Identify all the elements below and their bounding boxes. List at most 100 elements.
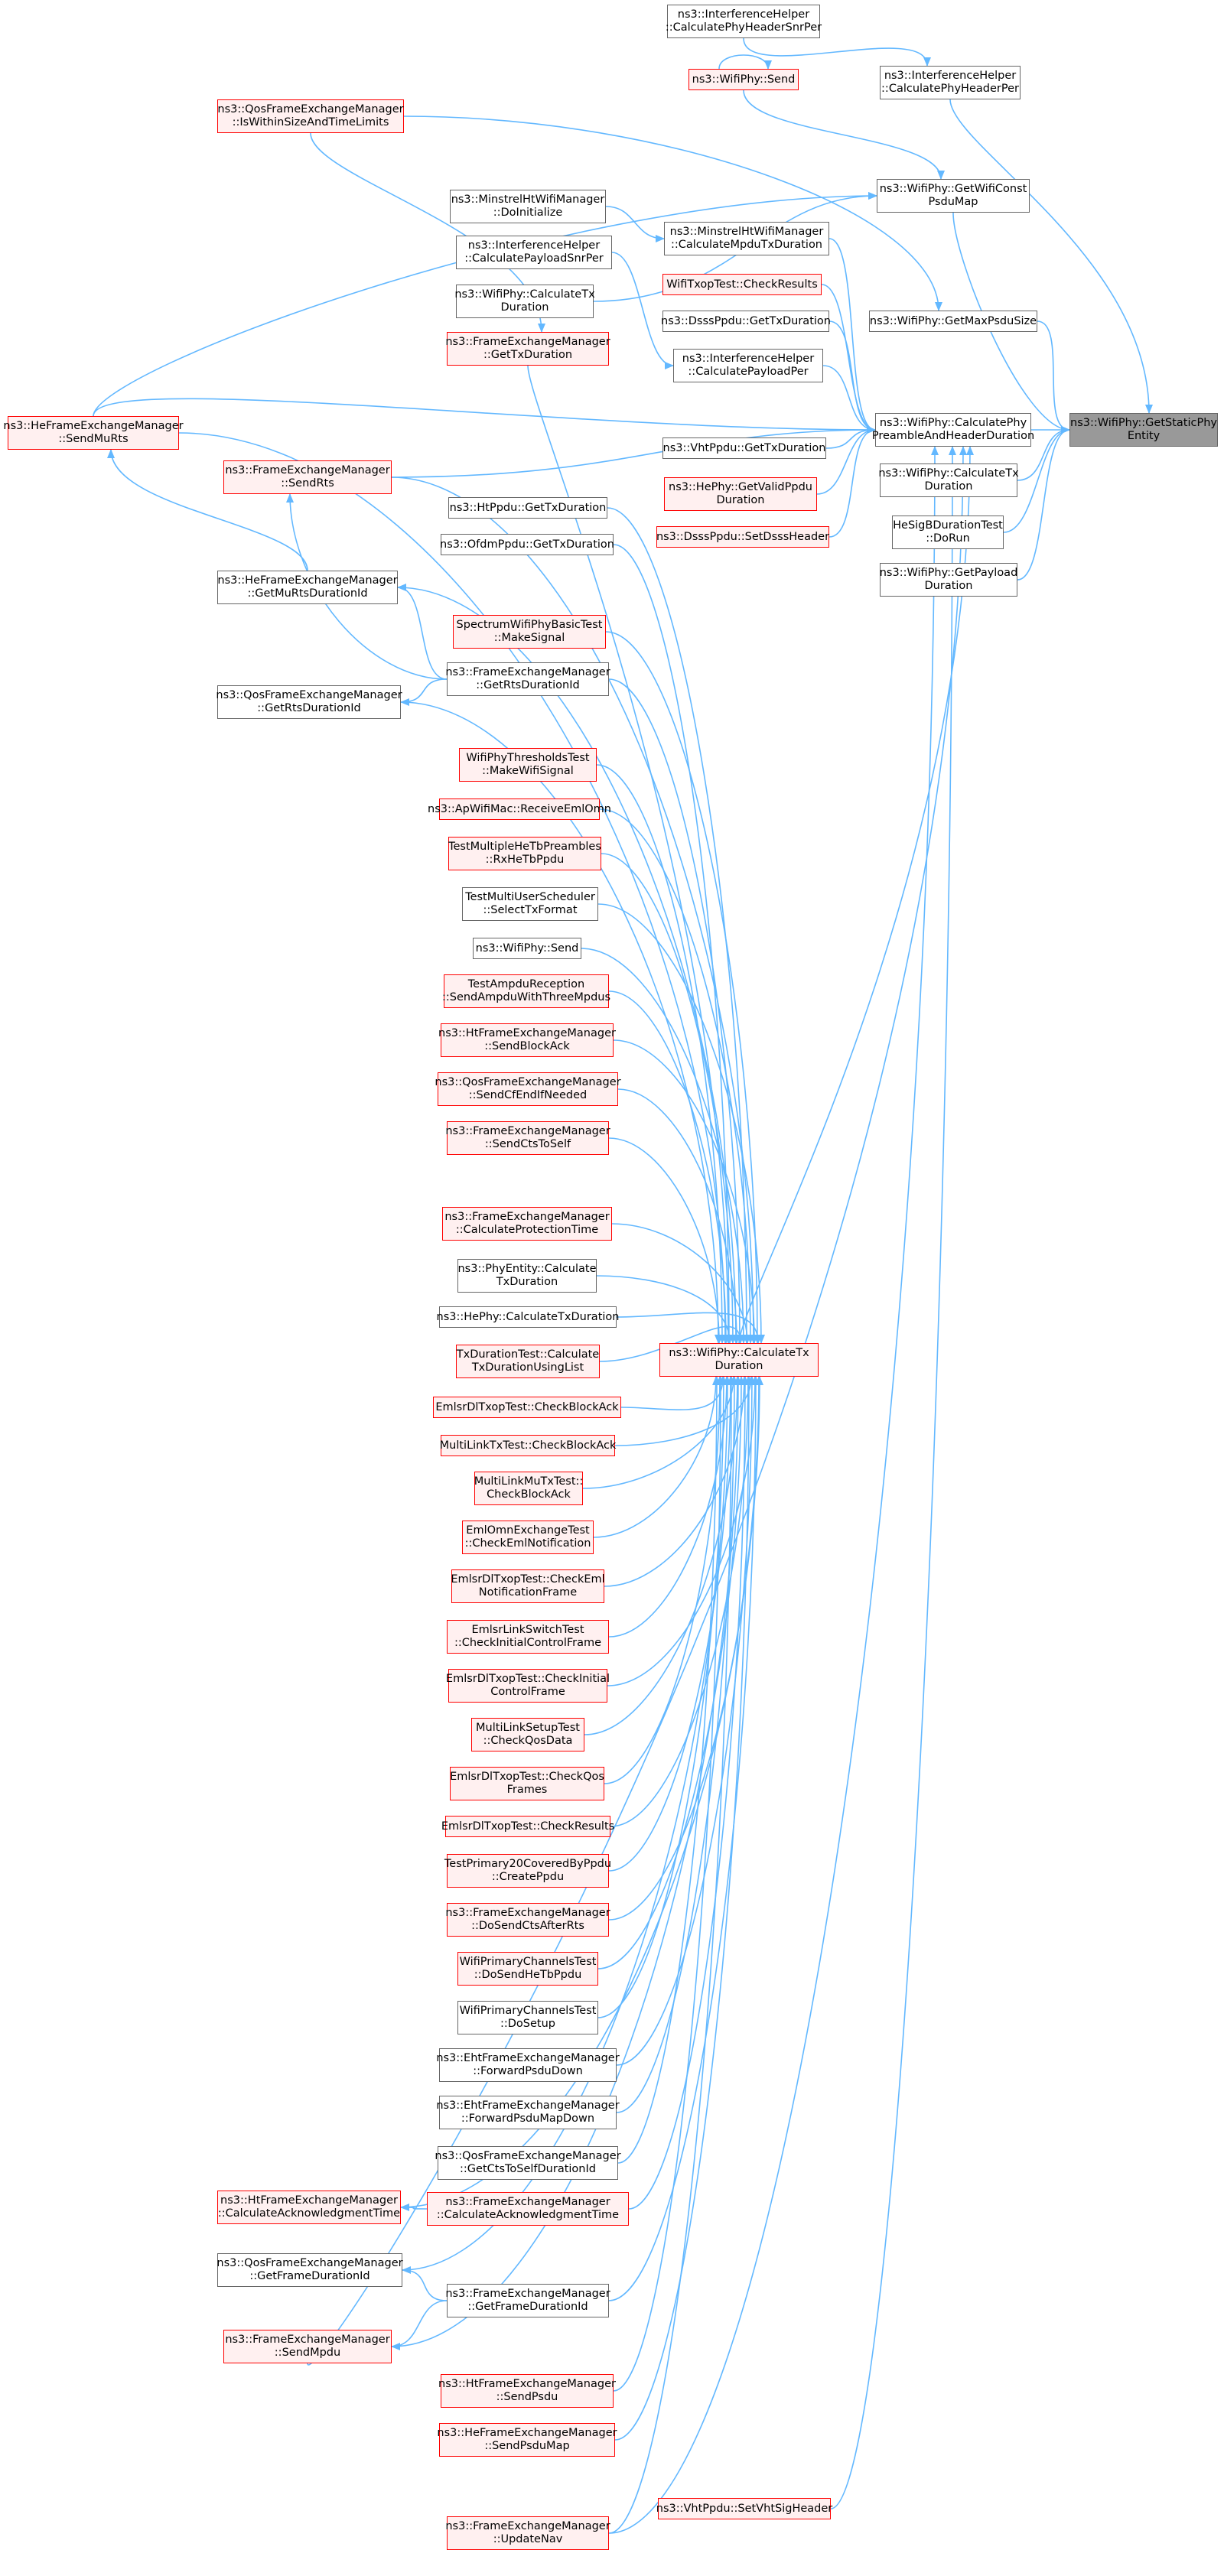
node-label-line: ::GetRtsDurationId	[476, 679, 580, 691]
graph-node-wpc-send[interactable]: WifiPrimaryChannelsTest::DoSendHeTbPpdu	[457, 1952, 598, 1986]
graph-node-primary20[interactable]: TestPrimary20CoveredByPpdu::CreatePpdu	[444, 1854, 611, 1888]
node-label-line: Duration	[716, 494, 765, 506]
call-edge	[608, 1137, 723, 1344]
graph-node-apemlomn[interactable]: ns3::ApWifiMac::ReceiveEmlOmn	[428, 798, 611, 820]
graph-node-send-r[interactable]: ns3::WifiPhy::Send	[688, 69, 799, 90]
graph-node-fem-calcack[interactable]: ns3::FrameExchangeManager::CalculateAckn…	[427, 2192, 629, 2226]
graph-node-ihsnr[interactable]: ns3::InterferenceHelper::CalculatePhyHea…	[665, 5, 822, 38]
graph-node-qos-rtsdur[interactable]: ns3::QosFrameExchangeManager::GetRtsDura…	[216, 685, 402, 719]
graph-node-fem-rtsdur[interactable]: ns3::FrameExchangeManager::GetRtsDuratio…	[445, 662, 610, 696]
graph-node-ihper[interactable]: ns3::InterferenceHelper::CalculatePayloa…	[673, 349, 823, 382]
call-edge	[828, 320, 876, 434]
call-edge	[613, 1376, 724, 2392]
graph-node-ht-gettx[interactable]: ns3::HtPpdu::GetTxDuration	[448, 497, 607, 519]
graph-node-qos-cfend[interactable]: ns3::QosFrameExchangeManager::SendCfEndI…	[435, 1072, 621, 1106]
call-edge	[286, 493, 448, 680]
graph-node-mlsetup[interactable]: MultiLinkSetupTest::CheckQosData	[471, 1718, 584, 1751]
graph-node-dsss-set[interactable]: ns3::DsssPpdu::SetDsssHeader	[656, 526, 829, 548]
node-label-line: ns3::InterferenceHelper	[884, 70, 1017, 82]
node-label-line: ::CalculateProtectionTime	[455, 1224, 599, 1236]
node-label-line: ::CalculatePhyHeaderSnrPer	[665, 21, 822, 34]
node-label-line: ::DoSetup	[500, 2018, 555, 2030]
graph-node-multihetb[interactable]: TestMultipleHeTbPreambles::RxHeTbPpdu	[448, 837, 601, 870]
call-edge	[581, 948, 747, 1344]
call-edge	[949, 99, 1153, 414]
call-edge	[593, 1376, 720, 1538]
graph-node-hesigb[interactable]: HeSigBDurationTest::DoRun	[892, 516, 1004, 549]
graph-node-qos-ctsself[interactable]: ns3::QosFrameExchangeManager::GetCtsToSe…	[435, 2146, 621, 2180]
graph-node-fem-docts[interactable]: ns3::FrameExchangeManager::DoSendCtsAfte…	[445, 1903, 610, 1937]
graph-node-ihphdr[interactable]: ns3::InterferenceHelper::CalculatePhyHea…	[880, 66, 1021, 99]
graph-node-vht-gettx[interactable]: ns3::VhtPpdu::GetTxDuration	[662, 437, 826, 459]
graph-node-fem-sendmpdu[interactable]: ns3::FrameExchangeManager::SendMpdu	[223, 2330, 392, 2363]
node-label-line: TxDuration	[496, 1276, 558, 1288]
graph-node-mlmu-ba[interactable]: MultiLinkMuTxTest::CheckBlockAck	[474, 1472, 583, 1505]
graph-node-mcalc[interactable]: ns3::MinstrelHtWifiManager::CalculateMpd…	[664, 222, 829, 255]
graph-node-txopres[interactable]: WifiTxopTest::CheckResults	[662, 274, 822, 295]
node-label-line: ns3::FrameExchangeManager	[445, 2196, 610, 2208]
graph-node-fem-framedur[interactable]: ns3::FrameExchangeManager::GetFrameDurat…	[445, 2284, 610, 2317]
graph-node-he-murtsdur[interactable]: ns3::HeFrameExchangeManager::GetMuRtsDur…	[217, 571, 398, 604]
graph-node-he-sendmap[interactable]: ns3::HeFrameExchangeManager::SendPsduMap	[437, 2423, 617, 2457]
node-label-line: ns3::HeFrameExchangeManager	[217, 574, 398, 587]
graph-node-thresholds[interactable]: WifiPhyThresholdsTest::MakeWifiSignal	[459, 748, 597, 782]
node-label-line: ::IsWithinSizeAndTimeLimits	[232, 116, 389, 128]
graph-node-emlsr-link[interactable]: EmlsrLinkSwitchTest::CheckInitialControl…	[447, 1620, 609, 1654]
graph-node-emlomn[interactable]: EmlOmnExchangeTest::CheckEmlNotification	[462, 1521, 594, 1554]
node-label-line: TestMultipleHeTbPreambles	[448, 841, 601, 853]
graph-node-minit[interactable]: ns3::MinstrelHtWifiManager::DoInitialize	[450, 190, 606, 223]
graph-node-ht-calcack[interactable]: ns3::HtFrameExchangeManager::CalculateAc…	[217, 2191, 401, 2224]
call-edge	[597, 1376, 745, 1969]
graph-node-fem-sendrts[interactable]: ns3::FrameExchangeManager::SendRts	[223, 460, 392, 494]
graph-node-ht-sendpsdu[interactable]: ns3::HtFrameExchangeManager::SendPsdu	[438, 2374, 616, 2408]
graph-node-mltx-ba[interactable]: MultiLinkTxTest::CheckBlockAck	[440, 1435, 616, 1456]
graph-node-ampdurecv[interactable]: TestAmpduReception::SendAmpduWithThreeMp…	[442, 974, 610, 1008]
graph-node-qoswithin[interactable]: ns3::QosFrameExchangeManager::IsWithinSi…	[217, 99, 404, 133]
node-label-line: ::CalculatePhyHeaderPer	[881, 83, 1019, 95]
graph-node-vht-setsig[interactable]: ns3::VhtPpdu::SetVhtSigHeader	[656, 2498, 832, 2519]
call-edge	[597, 903, 765, 1344]
graph-node-emlsr-ba[interactable]: EmlsrDlTxopTest::CheckBlockAck	[433, 1397, 621, 1418]
node-label-line: TestAmpduReception	[467, 978, 585, 990]
graph-node-eht-map[interactable]: ns3::EhtFrameExchangeManager::ForwardPsd…	[436, 2096, 620, 2129]
graph-node-fem-nav[interactable]: ns3::FrameExchangeManager::UpdateNav	[445, 2516, 610, 2550]
graph-node-wpc-setup[interactable]: WifiPrimaryChannelsTest::DoSetup	[457, 2001, 598, 2034]
graph-node-spectrum[interactable]: SpectrumWifiPhyBasicTest::MakeSignal	[453, 615, 606, 649]
graph-node-ht-sendba[interactable]: ns3::HtFrameExchangeManager::SendBlockAc…	[438, 1023, 616, 1057]
node-label-line: ::SendCtsToSelf	[484, 1138, 571, 1150]
graph-node-qos-framedur[interactable]: ns3::QosFrameExchangeManager::GetFrameDu…	[216, 2253, 403, 2287]
graph-node-dsss-gettx[interactable]: ns3::DsssPpdu::GetTxDuration	[661, 311, 831, 332]
graph-node-ofdm-gettx[interactable]: ns3::OfdmPpdu::GetTxDuration	[440, 534, 614, 555]
graph-node-fem-cts[interactable]: ns3::FrameExchangeManager::SendCtsToSelf	[445, 1121, 610, 1155]
node-label-line: ns3::HtPpdu::GetTxDuration	[449, 501, 607, 514]
node-label-line: ns3::WifiPhy::GetStaticPhy	[1070, 417, 1217, 429]
graph-node-eht-psdu[interactable]: ns3::EhtFrameExchangeManager::ForwardPsd…	[436, 2048, 620, 2082]
graph-node-emlsr-res[interactable]: EmlsrDlTxopTest::CheckResults	[441, 1816, 614, 1837]
graph-node-maxpsdu[interactable]: ns3::WifiPhy::GetMaxPsduSize	[869, 311, 1037, 332]
graph-node-he-sendmu[interactable]: ns3::HeFrameExchangeManager::SendMuRts	[3, 416, 184, 450]
node-label-line: ::GetCtsToSelfDurationId	[460, 2163, 596, 2175]
graph-node-send-p[interactable]: ns3::WifiPhy::Send	[473, 938, 581, 959]
graph-node-multiuser[interactable]: TestMultiUserScheduler::SelectTxFormat	[462, 887, 598, 921]
graph-node-hephy-calc[interactable]: ns3::HePhy::CalculateTxDuration	[437, 1306, 619, 1328]
graph-node-fem-gettx[interactable]: ns3::FrameExchangeManager::GetTxDuration	[445, 332, 610, 366]
call-edge	[608, 1376, 734, 1872]
node-label-line: ::GetFrameDurationId	[249, 2270, 370, 2282]
graph-node-fem-prot[interactable]: ns3::FrameExchangeManager::CalculateProt…	[442, 1207, 612, 1241]
node-label-line: ns3::WifiPhy::Send	[475, 942, 579, 955]
node-label-line: ::MakeWifiSignal	[482, 765, 574, 777]
node-label-line: ::UpdateNav	[493, 2533, 563, 2545]
graph-node-ihpsnr[interactable]: ns3::InterferenceHelper::CalculatePayloa…	[456, 236, 612, 269]
